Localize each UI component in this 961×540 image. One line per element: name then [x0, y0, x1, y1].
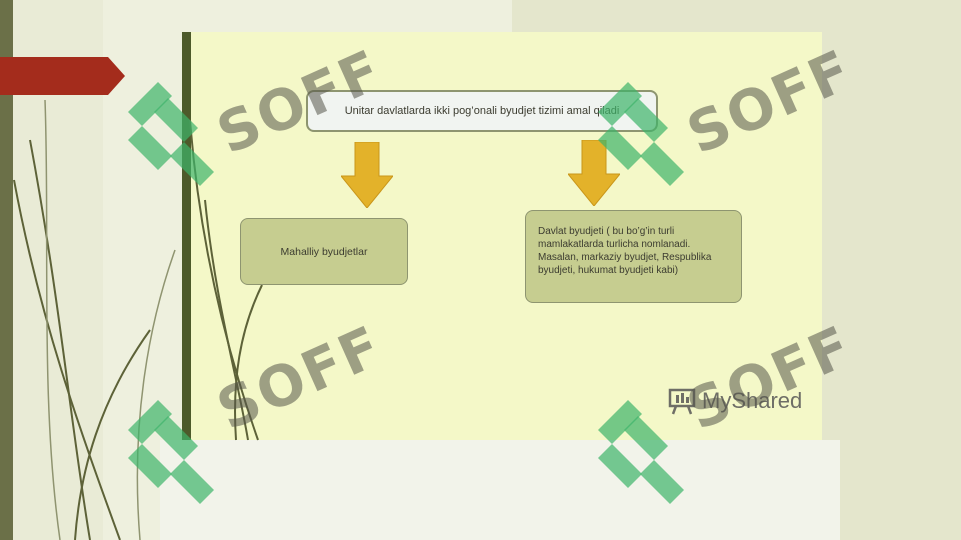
soff-logo-icon	[128, 400, 214, 504]
state-budget-text: Davlat byudjeti ( bu bo’g’in turli mamla…	[538, 226, 712, 276]
soff-logo-icon	[598, 400, 684, 504]
myshared-logo: MyShared	[668, 386, 802, 416]
local-budgets-text: Mahalliy byudjetlar	[280, 245, 368, 258]
bottom-strip	[160, 440, 840, 540]
state-budget-box: Davlat byudjeti ( bu bo’g’in turli mamla…	[525, 210, 742, 303]
myshared-logo-icon	[668, 388, 696, 415]
soff-logo-icon	[128, 82, 214, 186]
top-statement-text: Unitar davlatlarda ikki pog’onali byudje…	[344, 105, 620, 117]
down-arrow-icon	[341, 142, 393, 208]
soff-logo-icon	[598, 82, 684, 186]
slide-left-bar	[182, 32, 191, 440]
left-accent-bar	[0, 0, 13, 540]
red-pointer-arrow-icon	[0, 57, 125, 95]
local-budgets-box: Mahalliy byudjetlar	[240, 218, 408, 285]
myshared-label: MyShared	[702, 388, 803, 413]
